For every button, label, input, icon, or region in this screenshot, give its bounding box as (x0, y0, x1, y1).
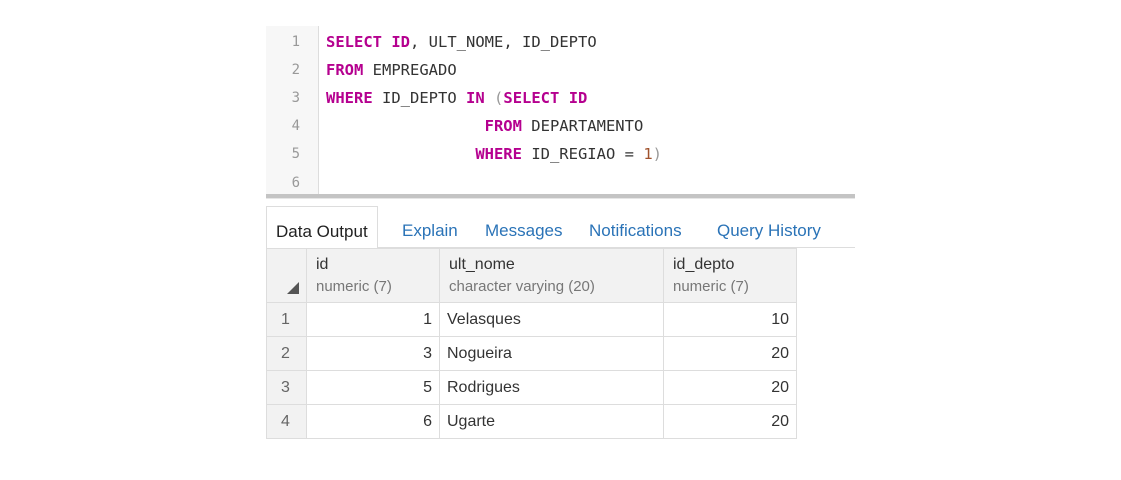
sql-token: DEPARTAMENTO (521, 117, 644, 135)
column-name: ult_nome (449, 256, 515, 273)
tab-explain[interactable]: Explain (402, 221, 458, 240)
sql-token (485, 89, 494, 107)
sql-token: ID_DEPTO (372, 89, 466, 107)
table-row[interactable]: 3 5 Rodrigues 20 (266, 370, 797, 405)
line-number: 2 (291, 62, 300, 78)
code-text[interactable]: FROM DEPARTAMENTO (326, 112, 644, 140)
cell-id-depto[interactable]: 10 (663, 302, 797, 337)
sql-token: , ULT_NOME, ID_DEPTO (410, 33, 597, 51)
select-all-icon (287, 282, 299, 294)
result-tabs: Data Output Explain Messages Notificatio… (266, 206, 855, 249)
cell-id[interactable]: 5 (306, 370, 440, 405)
table-row[interactable]: 2 3 Nogueira 20 (266, 336, 797, 371)
cell-id[interactable]: 3 (306, 336, 440, 371)
editor-line-5[interactable]: 5 WHERE ID_REGIAO = 1) (266, 140, 855, 168)
cell-id[interactable]: 1 (306, 302, 440, 337)
cell-id-depto[interactable]: 20 (663, 336, 797, 371)
row-number[interactable]: 3 (266, 370, 307, 405)
sql-number: 1 (643, 145, 653, 163)
cell-id-depto[interactable]: 20 (663, 404, 797, 439)
cell-ult-nome[interactable]: Nogueira (439, 336, 664, 371)
panel-resize-handle[interactable] (266, 194, 855, 198)
line-number: 4 (291, 118, 300, 134)
column-name: id (316, 256, 329, 273)
editor-line-2[interactable]: 2 FROM EMPREGADO (266, 56, 855, 84)
code-text[interactable]: SELECT ID, ULT_NOME, ID_DEPTO (326, 28, 597, 56)
sql-token (382, 33, 391, 51)
editor-line-6[interactable]: 6 (266, 169, 855, 197)
line-number: 5 (291, 146, 300, 162)
table-row[interactable]: 4 6 Ugarte 20 (266, 404, 797, 439)
row-number[interactable]: 2 (266, 336, 307, 371)
line-number: 1 (291, 34, 300, 50)
tab-messages[interactable]: Messages (485, 221, 563, 240)
cell-ult-nome[interactable]: Rodrigues (439, 370, 664, 405)
column-header-id-depto[interactable]: id_depto numeric (7) (663, 248, 797, 303)
editor-line-1[interactable]: 1 SELECT ID, ULT_NOME, ID_DEPTO (266, 28, 855, 56)
sql-token (559, 89, 568, 107)
sql-keyword: IN (466, 89, 485, 107)
cell-id[interactable]: 6 (306, 404, 440, 439)
sql-keyword: WHERE (326, 89, 373, 107)
sql-keyword: FROM (326, 61, 364, 79)
sql-token (326, 145, 475, 163)
tab-data-output[interactable]: Data Output (266, 206, 378, 249)
column-type: numeric (7) (673, 278, 749, 295)
column-name: id_depto (673, 256, 735, 273)
row-number[interactable]: 1 (266, 302, 307, 337)
sql-keyword: ID (568, 89, 588, 107)
line-number: 3 (291, 90, 300, 106)
cell-ult-nome[interactable]: Ugarte (439, 404, 664, 439)
sql-token (326, 117, 485, 135)
code-text[interactable]: FROM EMPREGADO (326, 56, 457, 84)
sql-keyword: SELECT (503, 89, 560, 107)
code-text[interactable]: WHERE ID_REGIAO = 1) (326, 140, 662, 168)
sql-token: ) (652, 145, 662, 163)
table-row[interactable]: 1 1 Velasques 10 (266, 302, 797, 337)
tab-query-history[interactable]: Query History (717, 221, 821, 240)
cell-id-depto[interactable]: 20 (663, 370, 797, 405)
sql-keyword: ID (391, 33, 411, 51)
column-type: character varying (20) (449, 278, 595, 295)
sql-token: ( (494, 89, 504, 107)
divider (266, 198, 855, 199)
sql-token: EMPREGADO (363, 61, 457, 79)
sql-keyword: WHERE (475, 145, 522, 163)
editor-line-4[interactable]: 4 FROM DEPARTAMENTO (266, 112, 855, 140)
editor-line-3[interactable]: 3 WHERE ID_DEPTO IN (SELECT ID (266, 84, 855, 112)
sql-keyword: FROM (484, 117, 522, 135)
column-header-ult-nome[interactable]: ult_nome character varying (20) (439, 248, 664, 303)
select-all-corner[interactable] (266, 248, 307, 303)
row-number[interactable]: 4 (266, 404, 307, 439)
code-text[interactable]: WHERE ID_DEPTO IN (SELECT ID (326, 84, 587, 112)
column-header-id[interactable]: id numeric (7) (306, 248, 440, 303)
tab-notifications[interactable]: Notifications (589, 221, 682, 240)
sql-keyword: SELECT (326, 33, 382, 51)
line-number-gutter (266, 26, 319, 194)
line-number: 6 (291, 175, 300, 191)
results-grid: id numeric (7) ult_nome character varyin… (266, 248, 797, 439)
sql-token: ID_REGIAO = (521, 145, 644, 163)
cell-ult-nome[interactable]: Velasques (439, 302, 664, 337)
column-type: numeric (7) (316, 278, 392, 295)
